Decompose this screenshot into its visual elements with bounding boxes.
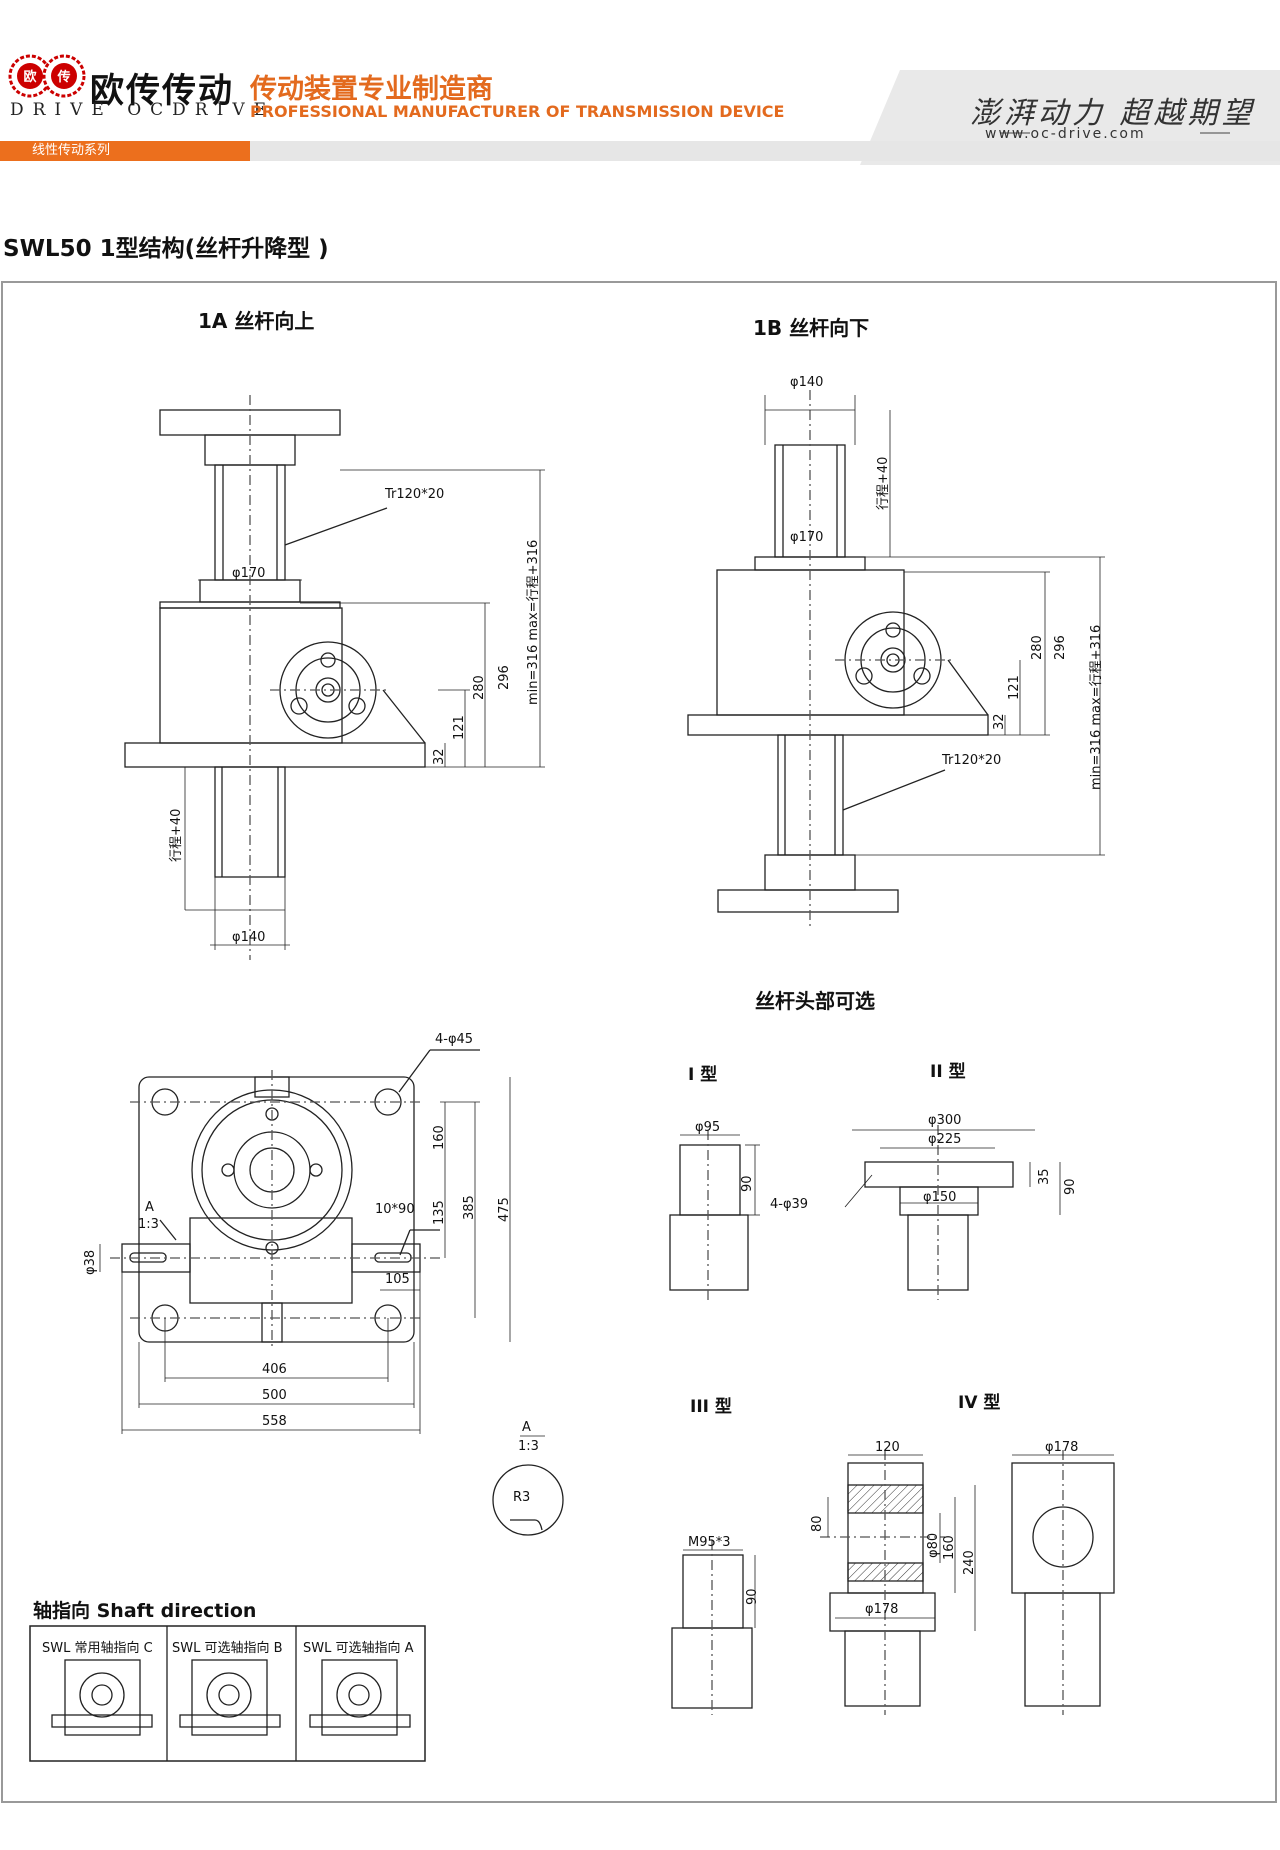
shaft-dir-a-sketch: [309, 1659, 411, 1736]
head-type-4-d178a: φ178: [865, 1602, 899, 1617]
plan-key: 10*90: [375, 1202, 415, 1217]
head-type-2-label: II 型: [930, 1062, 966, 1082]
view-1b-dim-296: 296: [1053, 635, 1068, 660]
plan-dim-500: 500: [262, 1388, 287, 1403]
detail-a-label: A: [522, 1420, 531, 1435]
view-1a-dim-min: min=316 max=行程+316: [526, 539, 541, 705]
head-type-4-label: IV 型: [958, 1393, 1001, 1413]
head-type-2-h90: 90: [1063, 1178, 1078, 1195]
series-tab[interactable]: 线性传动系列: [0, 141, 250, 161]
detail-a-drawing: [492, 1435, 564, 1536]
head-type-3-thread: M95*3: [688, 1535, 731, 1550]
plan-dim-385: 385: [462, 1195, 477, 1220]
head-type-2-d300: φ300: [928, 1113, 962, 1128]
view-1a-thread: Tr120*20: [385, 487, 445, 502]
page-header: 欧 传 欧传传动 DRIVE OCDRIVE 传动装置专业制造商 PROFESS…: [0, 0, 1280, 165]
view-1b-dim-min: min=316 max=行程+316: [1089, 624, 1104, 790]
website[interactable]: www.oc-drive.com: [985, 126, 1146, 142]
view-1b-dim-280: 280: [1030, 635, 1045, 660]
head-type-4-h80: 80: [810, 1515, 825, 1532]
plan-view-drawing: [99, 1049, 511, 1434]
logo-subtext: DRIVE OCDRIVE: [10, 100, 276, 120]
header-background: [250, 70, 1280, 165]
view-1a-phi140: φ140: [232, 930, 266, 945]
head-type-2-holes: 4-φ39: [770, 1197, 809, 1212]
head-type-4-drawing: [820, 1450, 1115, 1715]
shaft-dir-b-sketch: [179, 1659, 281, 1736]
plan-dim-135: 135: [432, 1200, 447, 1225]
plan-dim-475: 475: [497, 1197, 512, 1222]
head-type-2-d225: φ225: [928, 1132, 962, 1147]
detail-a-ratio: 1:3: [518, 1439, 539, 1454]
head-type-4-h240: 240: [962, 1550, 977, 1575]
shaft-direction-c-label: SWL 常用轴指向 C: [42, 1641, 153, 1656]
plan-dim-558: 558: [262, 1414, 287, 1429]
view-1a-drawing: [124, 395, 545, 960]
view-1a-stroke: 行程+40: [169, 808, 184, 862]
logo-icon: 欧 传: [8, 54, 86, 98]
shaft-dir-c-sketch: [51, 1659, 153, 1736]
plan-dim-406: 406: [262, 1362, 287, 1377]
shaft-direction-b-label: SWL 可选轴指向 B: [172, 1641, 283, 1656]
view-1b-phi170: φ170: [790, 530, 824, 545]
plan-holes: 4-φ45: [435, 1032, 474, 1047]
view-1b-stroke: 行程+40: [876, 456, 891, 510]
head-type-3-h: 90: [745, 1588, 760, 1605]
view-1b-thread: Tr120*20: [942, 753, 1002, 768]
head-type-2-h35: 35: [1037, 1168, 1052, 1185]
view-1a-title: 1A 丝杆向上: [198, 309, 315, 333]
view-1b-phi140: φ140: [790, 375, 824, 390]
plan-dim-160: 160: [432, 1125, 447, 1150]
page-title: SWL50 1型结构(丝杆升降型 ): [3, 236, 329, 262]
plan-dim-105: 105: [385, 1272, 410, 1287]
head-type-1-dia: φ95: [695, 1120, 721, 1135]
head-type-2-drawing: [844, 1125, 1061, 1300]
view-1a-dim-296: 296: [497, 665, 512, 690]
head-type-2-d150: φ150: [923, 1190, 957, 1205]
plan-ratio: 1:3: [138, 1217, 159, 1232]
view-1b-drawing: [687, 390, 1105, 930]
view-1b-dim-121: 121: [1007, 675, 1022, 700]
logo-text: 欧传传动: [90, 71, 234, 111]
logo-badge-left: 欧: [23, 69, 36, 85]
view-1b-title: 1B 丝杆向下: [753, 316, 870, 340]
logo-badge-right: 传: [56, 69, 70, 85]
shaft-direction-table: [29, 1625, 426, 1762]
view-1b-dim-32: 32: [992, 713, 1007, 730]
view-1a-phi170: φ170: [232, 566, 266, 581]
view-1a-dim-121: 121: [452, 715, 467, 740]
head-type-4-w120: 120: [875, 1440, 900, 1455]
shaft-direction-a-label: SWL 可选轴指向 A: [303, 1641, 414, 1656]
head-type-1-h: 90: [740, 1175, 755, 1192]
slogan-cn: 传动装置专业制造商: [250, 74, 493, 105]
slogan-en: PROFESSIONAL MANUFACTURER OF TRANSMISSIO…: [250, 102, 785, 121]
head-type-3-label: III 型: [690, 1397, 732, 1417]
view-1a-dim-280: 280: [472, 675, 487, 700]
plan-detail-ref: A: [145, 1200, 154, 1215]
head-type-4-h160: 160: [942, 1535, 957, 1560]
shaft-direction-title: 轴指向 Shaft direction: [33, 1600, 257, 1622]
plan-shaft-dia: φ38: [83, 1249, 98, 1275]
head-type-3-drawing: [671, 1540, 756, 1715]
head-type-4-d80: φ80: [926, 1532, 941, 1558]
head-type-1-label: I 型: [688, 1065, 718, 1085]
head-type-1-drawing: [669, 1130, 760, 1300]
head-type-4-d178b: φ178: [1045, 1440, 1079, 1455]
detail-a-radius: R3: [513, 1490, 531, 1505]
motto: 澎湃动力 超越期望: [970, 96, 1256, 131]
heads-title: 丝杆头部可选: [755, 989, 875, 1013]
view-1a-dim-32: 32: [432, 748, 447, 765]
